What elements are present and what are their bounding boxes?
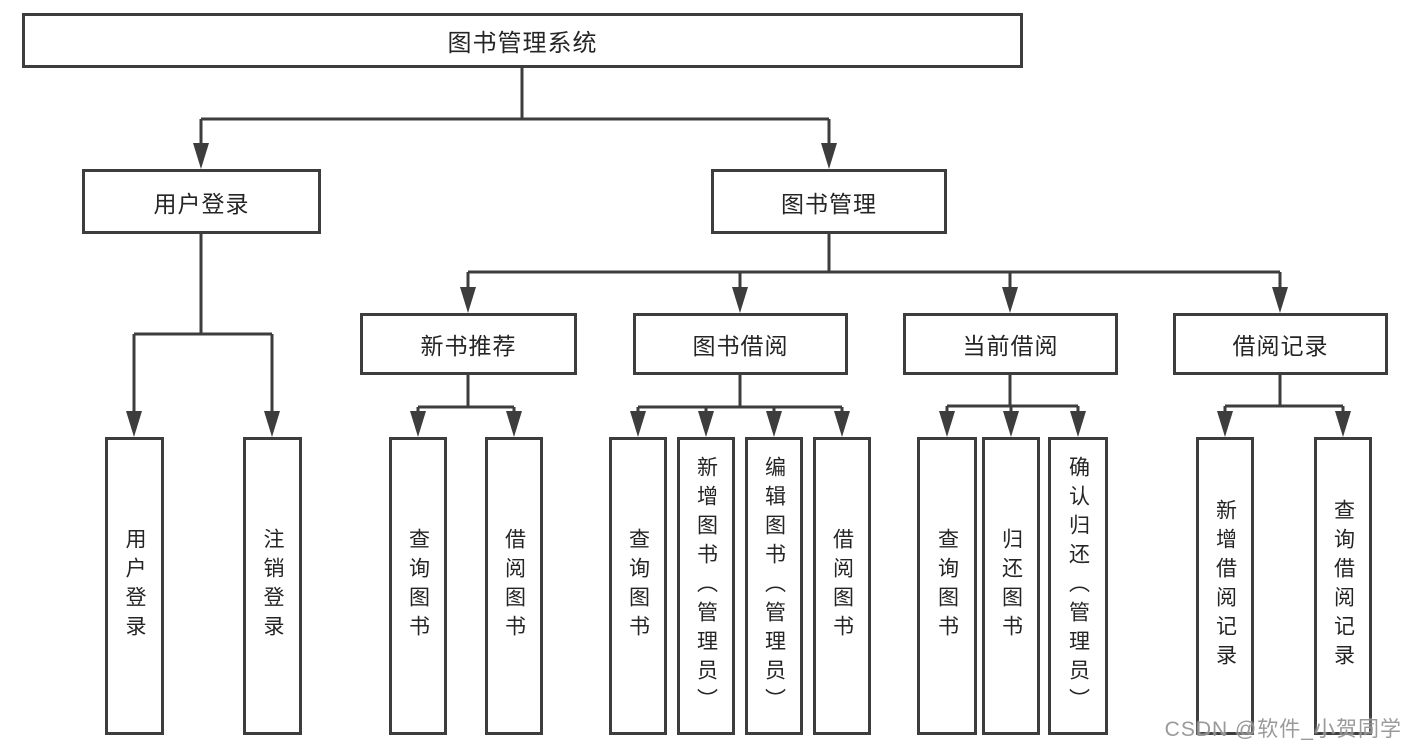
leaf-borrow-books-2: 借阅图书	[813, 437, 871, 735]
leaf-confirm-return-admin: 确认归还（管理员）	[1048, 437, 1108, 735]
node-new-book-recommendation: 新书推荐	[360, 313, 577, 375]
node-label: 图书管理系统	[447, 30, 598, 57]
node-label: 查询借阅记录	[1331, 499, 1355, 673]
node-label: 查询图书	[406, 528, 430, 644]
node-label: 编辑图书（管理员）	[762, 455, 786, 717]
node-label: 用户登录	[153, 190, 250, 217]
node-label: 用户登录	[123, 528, 146, 644]
csdn-watermark: CSDN @软件_小贺同学	[1164, 718, 1402, 741]
leaf-query-books-2: 查询图书	[609, 437, 667, 735]
leaf-return-books: 归还图书	[982, 437, 1040, 735]
node-label: 查询图书	[626, 528, 650, 644]
node-library-management-system: 图书管理系统	[22, 13, 1023, 68]
node-label: 当前借阅	[962, 333, 1059, 359]
node-user-login: 用户登录	[82, 169, 321, 234]
node-book-management: 图书管理	[711, 169, 947, 234]
node-label: 借阅图书	[830, 528, 854, 644]
node-label: 查询图书	[935, 528, 959, 644]
node-book-borrowing: 图书借阅	[633, 313, 848, 375]
node-label: 注销登录	[261, 528, 284, 644]
leaf-edit-books-admin: 编辑图书（管理员）	[745, 437, 803, 735]
node-label: 确认归还（管理员）	[1066, 455, 1090, 717]
leaf-user-login: 用户登录	[105, 437, 164, 735]
node-label: 借阅记录	[1232, 333, 1329, 359]
leaf-query-borrow-record: 查询借阅记录	[1314, 437, 1372, 735]
leaf-add-books-admin: 新增图书（管理员）	[677, 437, 735, 735]
node-label: 新增图书（管理员）	[694, 455, 718, 717]
leaf-query-books-1: 查询图书	[389, 437, 447, 735]
node-label: 借阅图书	[502, 528, 526, 644]
node-label: 新增借阅记录	[1213, 499, 1237, 673]
node-current-borrowing: 当前借阅	[903, 313, 1118, 375]
leaf-query-books-3: 查询图书	[917, 437, 977, 735]
node-label: 新书推荐	[420, 333, 517, 359]
leaf-add-borrow-record: 新增借阅记录	[1196, 437, 1254, 735]
node-label: 图书借阅	[692, 333, 789, 359]
node-label: 图书管理	[781, 190, 877, 217]
leaf-logout: 注销登录	[243, 437, 302, 735]
node-borrowing-records: 借阅记录	[1173, 313, 1388, 375]
leaf-borrow-books-1: 借阅图书	[485, 437, 543, 735]
node-label: 归还图书	[999, 528, 1023, 644]
